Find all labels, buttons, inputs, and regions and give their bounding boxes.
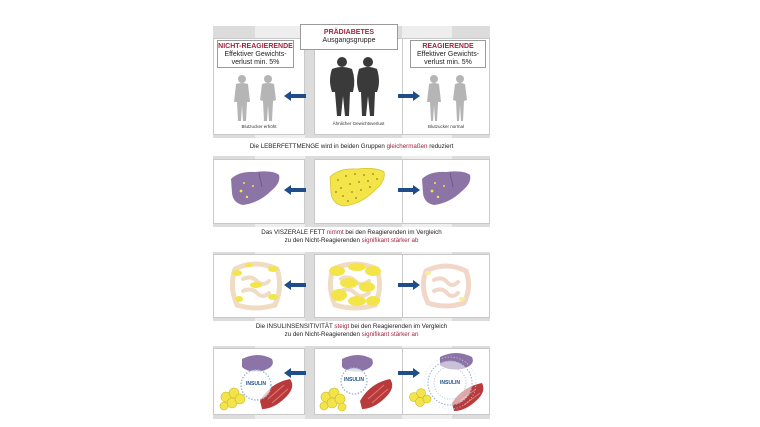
arrow-left-icon xyxy=(284,280,306,290)
caption-right: Blutzucker normal xyxy=(427,124,464,129)
band1-post: reduziert xyxy=(427,143,454,150)
insulin-illustration-center xyxy=(319,355,393,412)
left-line2: verlust min. 5% xyxy=(231,59,280,66)
fat-tissue-icon xyxy=(219,387,246,411)
caption-left: Blutzucker erhöht xyxy=(241,124,277,129)
band-insulin-sensitivity: Die INSULINSENSITIVITÄT steigt bei den R… xyxy=(213,321,490,346)
center-header-box: PRÄDIABETES Ausgangsgruppe xyxy=(300,24,398,50)
liver-icon-right xyxy=(422,171,471,205)
right-line2: verlust min. 5% xyxy=(424,59,472,66)
intestine-icon-left xyxy=(229,261,283,311)
left-title: NICHT-REAGIERENDE xyxy=(218,43,293,50)
left-header-box: NICHT-REAGIERENDE Effektiver Gewichts- v… xyxy=(217,40,294,68)
pancreas-icon xyxy=(342,355,373,372)
band2-line1-post: bei den Reagierenden im Vergleich xyxy=(343,229,442,236)
right-header-box: REAGIERENDE Effektiver Gewichts- verlust… xyxy=(410,40,486,68)
person-icon-center-pair xyxy=(330,57,379,116)
band3-line1-pre: Die INSULINSENSITIVITÄT xyxy=(255,323,335,330)
fat-tissue-icon xyxy=(409,388,432,407)
intestine-icon-right xyxy=(420,263,472,309)
muscle-icon xyxy=(452,383,484,411)
band2-line1-pre: Das VISZERALE FETT xyxy=(261,229,327,236)
liver-icon-center xyxy=(329,168,385,207)
arrow-left-icon xyxy=(284,185,306,195)
intestine-icon-center xyxy=(327,261,383,311)
band3-line2-em: signifikant stärker an xyxy=(361,331,419,338)
band-liver-fat: Die LEBERFETTMENGE wird in beiden Gruppe… xyxy=(213,138,490,156)
center-title: PRÄDIABETES xyxy=(323,29,375,36)
band3-line2-pre: zu den Nicht-Reagierenden xyxy=(284,331,362,338)
right-line1: Effektiver Gewichts- xyxy=(416,51,480,58)
liver-icon-left xyxy=(231,171,280,205)
muscle-icon xyxy=(360,379,393,409)
insulin-label-left: INSULIN xyxy=(246,381,266,387)
band2-line2-pre: zu den Nicht-Reagierenden xyxy=(284,237,362,244)
band3-line1: Die INSULINSENSITIVITÄT steigt bei den R… xyxy=(213,323,490,331)
center-subtitle: Ausgangsgruppe xyxy=(322,37,376,44)
fat-tissue-icon xyxy=(319,387,347,412)
pancreas-icon xyxy=(242,355,273,372)
band3-line2: zu den Nicht-Reagierenden signifikant st… xyxy=(213,331,490,339)
arrow-left-icon xyxy=(284,91,306,101)
insulin-label-right: INSULIN xyxy=(440,380,460,386)
band-visceral-fat: Das VISZERALE FETT nimmt bei den Reagier… xyxy=(213,227,490,252)
band3-line1-post: bei den Reagierenden im Vergleich xyxy=(349,323,448,330)
band3-line1-em: steigt xyxy=(334,323,350,330)
insulin-illustration-left xyxy=(219,355,293,411)
band1-em: gleichermaßen xyxy=(386,143,428,150)
band2-line2-em: signifikant stärker ab xyxy=(361,237,419,244)
arrow-left-icon xyxy=(284,368,306,378)
muscle-icon xyxy=(260,379,293,409)
caption-center: Ähnlicher Gewichtsverlust xyxy=(332,121,385,126)
person-icon-left-pair xyxy=(234,75,276,121)
band2-line2: zu den Nicht-Reagierenden signifikant st… xyxy=(213,237,490,245)
arrow-right-icon xyxy=(398,185,420,195)
band2-line1-em: nimmt xyxy=(326,229,344,236)
arrow-right-icon xyxy=(398,91,420,101)
arrow-right-icon xyxy=(398,280,420,290)
left-line1: Effektiver Gewichts- xyxy=(224,51,287,58)
band1-pre: Die LEBERFETTMENGE wird in beiden Gruppe… xyxy=(249,143,387,150)
band2-line1: Das VISZERALE FETT nimmt bei den Reagier… xyxy=(213,229,490,237)
insulin-illustration-right xyxy=(409,353,484,411)
arrow-right-icon xyxy=(398,368,420,378)
right-title: REAGIERENDE xyxy=(422,43,474,50)
person-icon-right-pair xyxy=(427,75,467,121)
insulin-label-center: INSULIN xyxy=(344,377,364,383)
